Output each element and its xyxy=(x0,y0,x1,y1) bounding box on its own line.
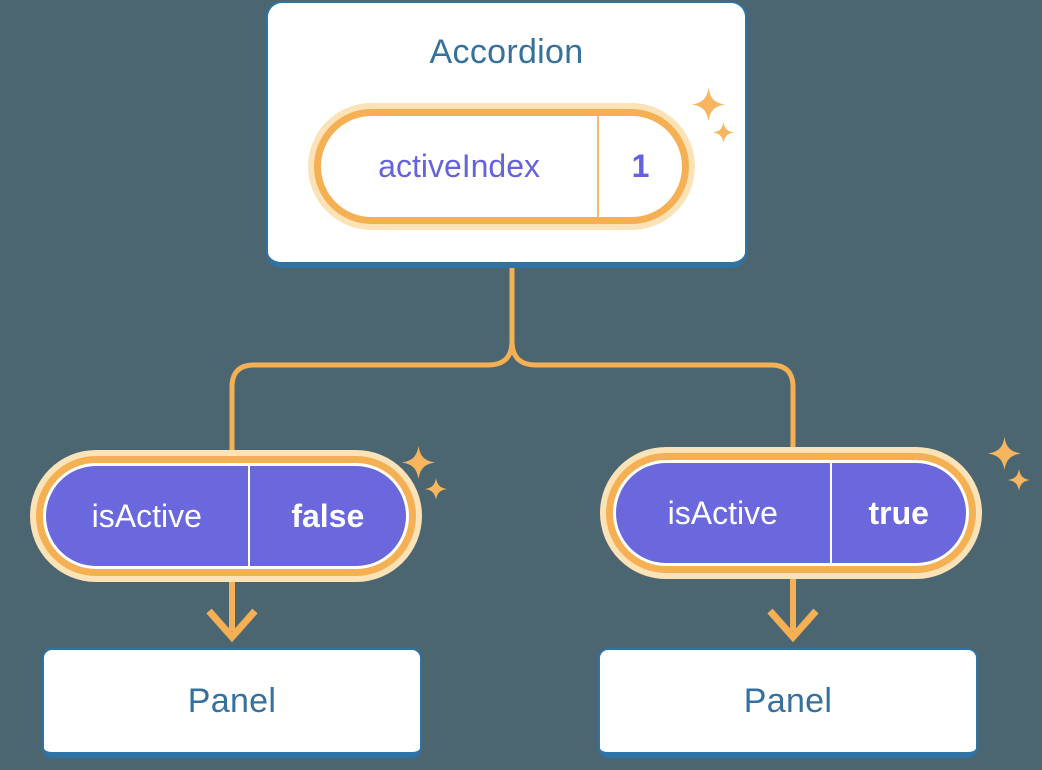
panel-title: Panel xyxy=(743,681,833,720)
connector-branch-right xyxy=(509,340,796,455)
sparkle-icon xyxy=(692,88,734,143)
arrow-down-icon xyxy=(206,608,258,643)
state-label: activeIndex xyxy=(378,148,541,184)
prop-label: isActive xyxy=(91,497,202,534)
prop-pill-isactive-left: isActive false xyxy=(30,450,422,582)
state-pill-activeindex: activeIndex 1 xyxy=(308,103,695,230)
state-value: 1 xyxy=(597,116,682,217)
sparkle-icon xyxy=(988,437,1030,491)
arrow-down-icon xyxy=(767,608,819,643)
prop-value: false xyxy=(247,466,406,566)
prop-pill-isactive-right: isActive true xyxy=(600,447,982,579)
prop-label: isActive xyxy=(667,494,778,531)
accordion-title: Accordion xyxy=(429,33,584,71)
panel-node-right: Panel xyxy=(598,648,978,758)
panel-title: Panel xyxy=(187,681,277,720)
panel-node-left: Panel xyxy=(42,648,422,758)
prop-value: true xyxy=(829,463,967,563)
connector-branch-left xyxy=(229,266,515,455)
sparkle-icon xyxy=(402,446,447,500)
